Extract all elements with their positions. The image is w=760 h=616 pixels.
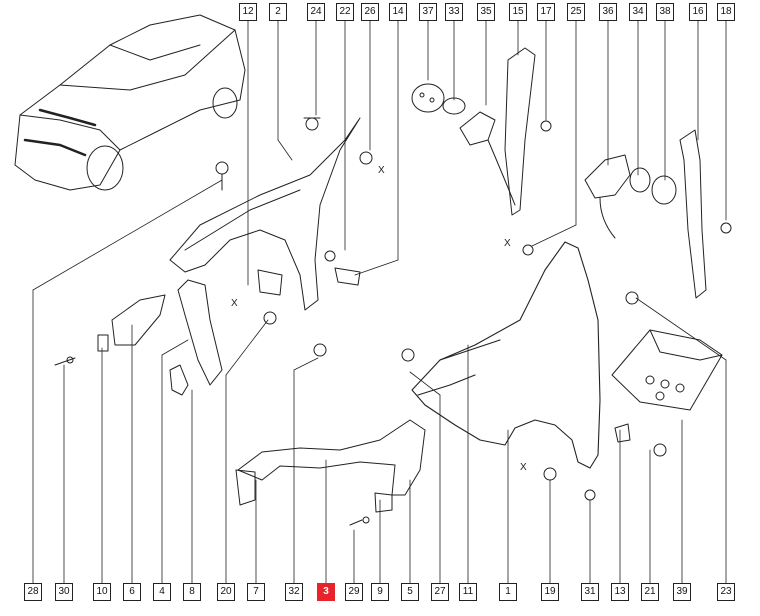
callout-part-33[interactable]: 33 bbox=[445, 3, 463, 21]
callout-part-38[interactable]: 38 bbox=[656, 3, 674, 21]
callout-part-3[interactable]: 3 bbox=[317, 583, 335, 601]
callout-part-7[interactable]: 7 bbox=[247, 583, 265, 601]
callout-part-10[interactable]: 10 bbox=[93, 583, 111, 601]
callout-part-37[interactable]: 37 bbox=[419, 3, 437, 21]
callout-part-22[interactable]: 22 bbox=[336, 3, 354, 21]
callout-part-1[interactable]: 1 bbox=[499, 583, 517, 601]
callout-part-11[interactable]: 11 bbox=[459, 583, 477, 601]
callout-part-34[interactable]: 34 bbox=[629, 3, 647, 21]
fasteners-top bbox=[215, 117, 732, 362]
x-mark: X bbox=[231, 298, 238, 309]
callout-part-17[interactable]: 17 bbox=[537, 3, 555, 21]
callout-part-2[interactable]: 2 bbox=[269, 3, 287, 21]
callout-part-13[interactable]: 13 bbox=[611, 583, 629, 601]
callout-part-18[interactable]: 18 bbox=[717, 3, 735, 21]
car-illustration bbox=[14, 14, 246, 191]
callout-part-14[interactable]: 14 bbox=[389, 3, 407, 21]
callout-part-5[interactable]: 5 bbox=[401, 583, 419, 601]
seal-strips bbox=[504, 47, 707, 299]
callout-part-25[interactable]: 25 bbox=[567, 3, 585, 21]
leader-lines-top bbox=[247, 19, 727, 286]
brackets-left bbox=[54, 267, 361, 396]
callout-part-4[interactable]: 4 bbox=[153, 583, 171, 601]
front-wing bbox=[411, 241, 601, 469]
callout-part-28[interactable]: 28 bbox=[24, 583, 42, 601]
callout-part-27[interactable]: 27 bbox=[431, 583, 449, 601]
callout-part-29[interactable]: 29 bbox=[345, 583, 363, 601]
callout-part-39[interactable]: 39 bbox=[673, 583, 691, 601]
callout-part-19[interactable]: 19 bbox=[541, 583, 559, 601]
callout-part-16[interactable]: 16 bbox=[689, 3, 707, 21]
inner-fender bbox=[169, 117, 361, 311]
callout-part-21[interactable]: 21 bbox=[641, 583, 659, 601]
callout-part-32[interactable]: 32 bbox=[285, 583, 303, 601]
callout-part-36[interactable]: 36 bbox=[599, 3, 617, 21]
callout-part-30[interactable]: 30 bbox=[55, 583, 73, 601]
callout-part-26[interactable]: 26 bbox=[361, 3, 379, 21]
x-mark: X bbox=[520, 462, 527, 473]
callout-part-8[interactable]: 8 bbox=[183, 583, 201, 601]
callout-part-24[interactable]: 24 bbox=[307, 3, 325, 21]
callout-part-9[interactable]: 9 bbox=[371, 583, 389, 601]
callout-part-23[interactable]: 23 bbox=[717, 583, 735, 601]
x-mark: X bbox=[378, 165, 385, 176]
callout-part-12[interactable]: 12 bbox=[239, 3, 257, 21]
callout-part-31[interactable]: 31 bbox=[581, 583, 599, 601]
leader-lines-bottom bbox=[32, 179, 727, 584]
parts-bottom-right bbox=[543, 329, 723, 501]
lower-brace bbox=[235, 419, 426, 526]
fuel-flap-parts bbox=[411, 83, 677, 239]
callout-part-15[interactable]: 15 bbox=[509, 3, 527, 21]
callout-part-20[interactable]: 20 bbox=[217, 583, 235, 601]
x-mark: X bbox=[504, 238, 511, 249]
callout-part-6[interactable]: 6 bbox=[123, 583, 141, 601]
callout-part-35[interactable]: 35 bbox=[477, 3, 495, 21]
